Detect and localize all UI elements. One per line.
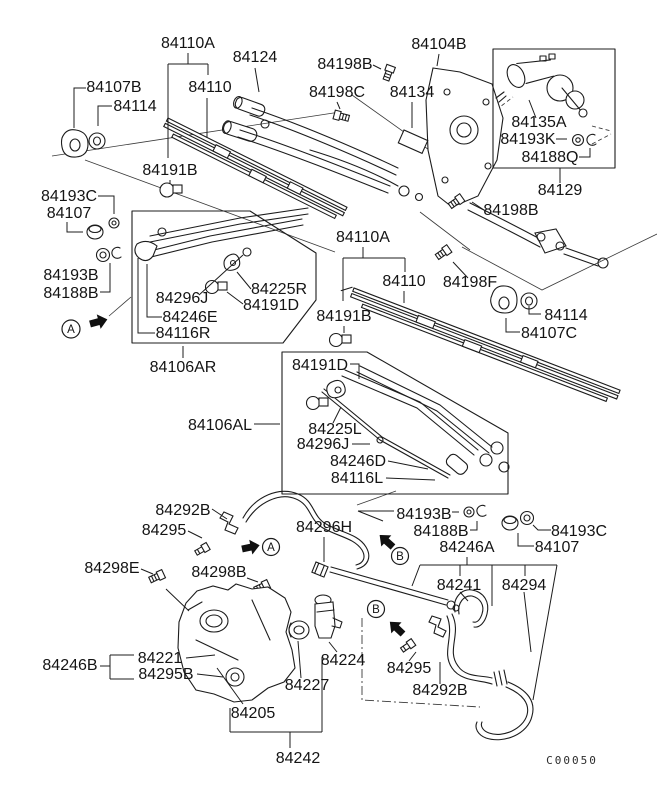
part-label: 84193K xyxy=(500,131,555,148)
part-label: 84191D xyxy=(243,297,299,314)
part-label: 84188B xyxy=(413,523,468,540)
arm-assembly-box-left-drive xyxy=(281,351,510,495)
part-labels: 84110A 84124 84107B 84114 84110 84191B 8… xyxy=(41,35,607,767)
washer-cluster-left xyxy=(86,217,122,263)
part-label: 84188Q xyxy=(522,149,579,166)
part-label: 84296J xyxy=(297,436,350,453)
part-label: 84107B xyxy=(86,79,141,96)
pivot-cap-grommet-top-left xyxy=(60,129,106,158)
part-label: 84295 xyxy=(142,522,187,539)
part-label: 84295B xyxy=(138,666,193,683)
part-label: 84225L xyxy=(308,421,361,438)
view-marker-circle-a2 xyxy=(261,537,281,557)
view-marker-circle-b1 xyxy=(390,546,410,566)
clip-84188Q xyxy=(586,133,597,146)
view-marker-label: B xyxy=(372,604,380,616)
part-label: 84246B xyxy=(42,657,97,674)
part-label: 84198C xyxy=(309,84,365,101)
part-label: 84129 xyxy=(538,182,583,199)
part-label: 84134 xyxy=(390,84,435,101)
part-label: 84298E xyxy=(84,560,139,577)
view-arrows xyxy=(89,314,406,637)
part-label: 84241 xyxy=(437,577,482,594)
part-label: 84191B xyxy=(142,162,197,179)
part-label: 84107C xyxy=(521,325,577,342)
wiper-blade-top xyxy=(163,117,348,220)
part-label: 84106AR xyxy=(150,359,217,376)
washer-hoses xyxy=(242,490,534,741)
round-bolts xyxy=(159,182,352,411)
washer-pump xyxy=(288,594,343,640)
part-label: 84191B xyxy=(316,308,371,325)
view-marker-circle-b2 xyxy=(366,599,386,619)
part-label: 84191D xyxy=(292,357,348,374)
part-label: 84242 xyxy=(276,750,321,767)
part-label: 84246D xyxy=(330,453,386,470)
part-label: 84110A xyxy=(336,229,390,246)
part-label: 84114 xyxy=(544,307,587,324)
washer-cluster-lower-right xyxy=(463,504,535,531)
level-sensor xyxy=(225,667,245,687)
view-arrow-b1 xyxy=(379,534,396,550)
pump-grommet xyxy=(288,620,310,640)
reservoir-cap xyxy=(199,609,229,633)
part-label: 84246E xyxy=(162,309,217,326)
part-label: 84135A xyxy=(511,114,566,131)
part-label: 84221 xyxy=(138,650,183,667)
view-arrow-a1 xyxy=(89,314,108,329)
part-label: 84110 xyxy=(188,79,231,96)
part-label: 84227 xyxy=(285,677,330,694)
wiper-arm-links-top xyxy=(237,107,424,202)
part-label: 84193C xyxy=(41,188,97,205)
part-label: 84296J xyxy=(156,290,209,307)
part-label: 84292B xyxy=(412,682,467,699)
pad-84134 xyxy=(397,129,429,155)
view-marker-label: B xyxy=(396,551,404,563)
part-label: 84246A xyxy=(439,539,494,556)
part-label: 84116R xyxy=(156,325,211,342)
view-markers: A A B B xyxy=(61,319,410,619)
part-label: 84225R xyxy=(251,281,307,298)
washer-reservoir xyxy=(177,583,296,703)
part-label: 84107 xyxy=(47,205,92,222)
motor-washer-84193K xyxy=(571,133,585,147)
wiper-motor xyxy=(495,53,588,118)
view-arrow-b2 xyxy=(389,621,406,637)
wiper-blade-middle xyxy=(340,286,621,403)
pivot-cap-grommet-right xyxy=(490,285,538,314)
wiper-motor-box xyxy=(492,48,616,169)
part-label: 84292B xyxy=(155,502,210,519)
part-label: 84198B xyxy=(483,202,538,219)
part-label: 84193B xyxy=(396,506,451,523)
mounting-plate xyxy=(397,67,504,208)
part-label: 84296H xyxy=(296,519,352,536)
leader-lines xyxy=(66,53,591,748)
part-label: 84104B xyxy=(411,36,466,53)
part-label: 84193C xyxy=(551,523,607,540)
linkage-cranks-right xyxy=(467,202,609,269)
part-label: 84114 xyxy=(113,98,156,115)
part-label: 84124 xyxy=(233,49,278,66)
part-label: 84110 xyxy=(382,273,425,290)
part-label: 84116L xyxy=(331,470,383,487)
view-marker-circle-a1 xyxy=(61,319,81,339)
part-label: 84110A xyxy=(161,35,215,52)
view-marker-label: A xyxy=(67,324,75,336)
part-label: 84107 xyxy=(535,539,580,556)
part-label: 84188B xyxy=(43,285,98,302)
part-label: 84224 xyxy=(321,652,366,669)
view-marker-label: A xyxy=(267,542,275,554)
part-label: 84294 xyxy=(502,577,547,594)
part-label: 84198F xyxy=(443,274,497,291)
part-label: 84205 xyxy=(231,705,276,722)
drawing-code: C00050 xyxy=(546,754,598,767)
arm-assembly-box-right-drive xyxy=(131,207,317,344)
part-label: 84193B xyxy=(43,267,98,284)
part-label: 84295 xyxy=(387,660,432,677)
part-label: 84298B xyxy=(191,564,246,581)
view-arrow-a2 xyxy=(241,539,260,555)
part-label: 84198B xyxy=(317,56,372,73)
part-label: 84106AL xyxy=(188,417,252,434)
